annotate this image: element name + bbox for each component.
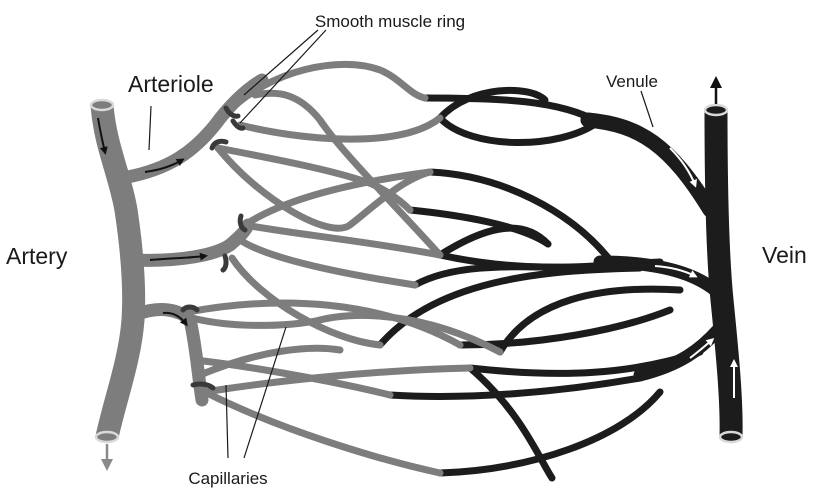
label-artery: Artery (6, 243, 68, 269)
venous-capillary (440, 118, 598, 143)
venous-capillary (390, 378, 640, 396)
vein-top-opening (705, 105, 727, 115)
venule (588, 120, 710, 210)
venous-capillary (460, 310, 670, 345)
venule-branch (640, 330, 718, 375)
artery-top-opening (91, 100, 113, 110)
label-arteriole: Arteriole (128, 71, 214, 97)
label-venule: Venule (606, 72, 658, 91)
leader-line-capillaries (226, 385, 228, 458)
venous-capillary (440, 228, 548, 255)
vein (716, 110, 731, 437)
venous-capillary (410, 210, 548, 244)
leader-line-capillaries (244, 327, 286, 458)
leader-line-arteriole (149, 106, 151, 150)
label-smooth-muscle-ring: Smooth muscle ring (315, 12, 465, 31)
arterial-capillary (218, 148, 430, 228)
arterial-capillary (240, 118, 440, 139)
leader-line-venule (641, 91, 653, 127)
label-vein: Vein (762, 242, 807, 268)
arterial-capillary (192, 315, 500, 352)
artery-bottom-opening (96, 432, 118, 442)
arterial-capillary (205, 392, 440, 473)
label-capillaries: Capillaries (188, 469, 267, 488)
artery (102, 105, 134, 437)
vein-bottom-opening (720, 432, 742, 442)
venous-capillary (440, 392, 660, 473)
muscle-ring (223, 256, 226, 270)
leader-line-muscle-ring (244, 30, 318, 95)
